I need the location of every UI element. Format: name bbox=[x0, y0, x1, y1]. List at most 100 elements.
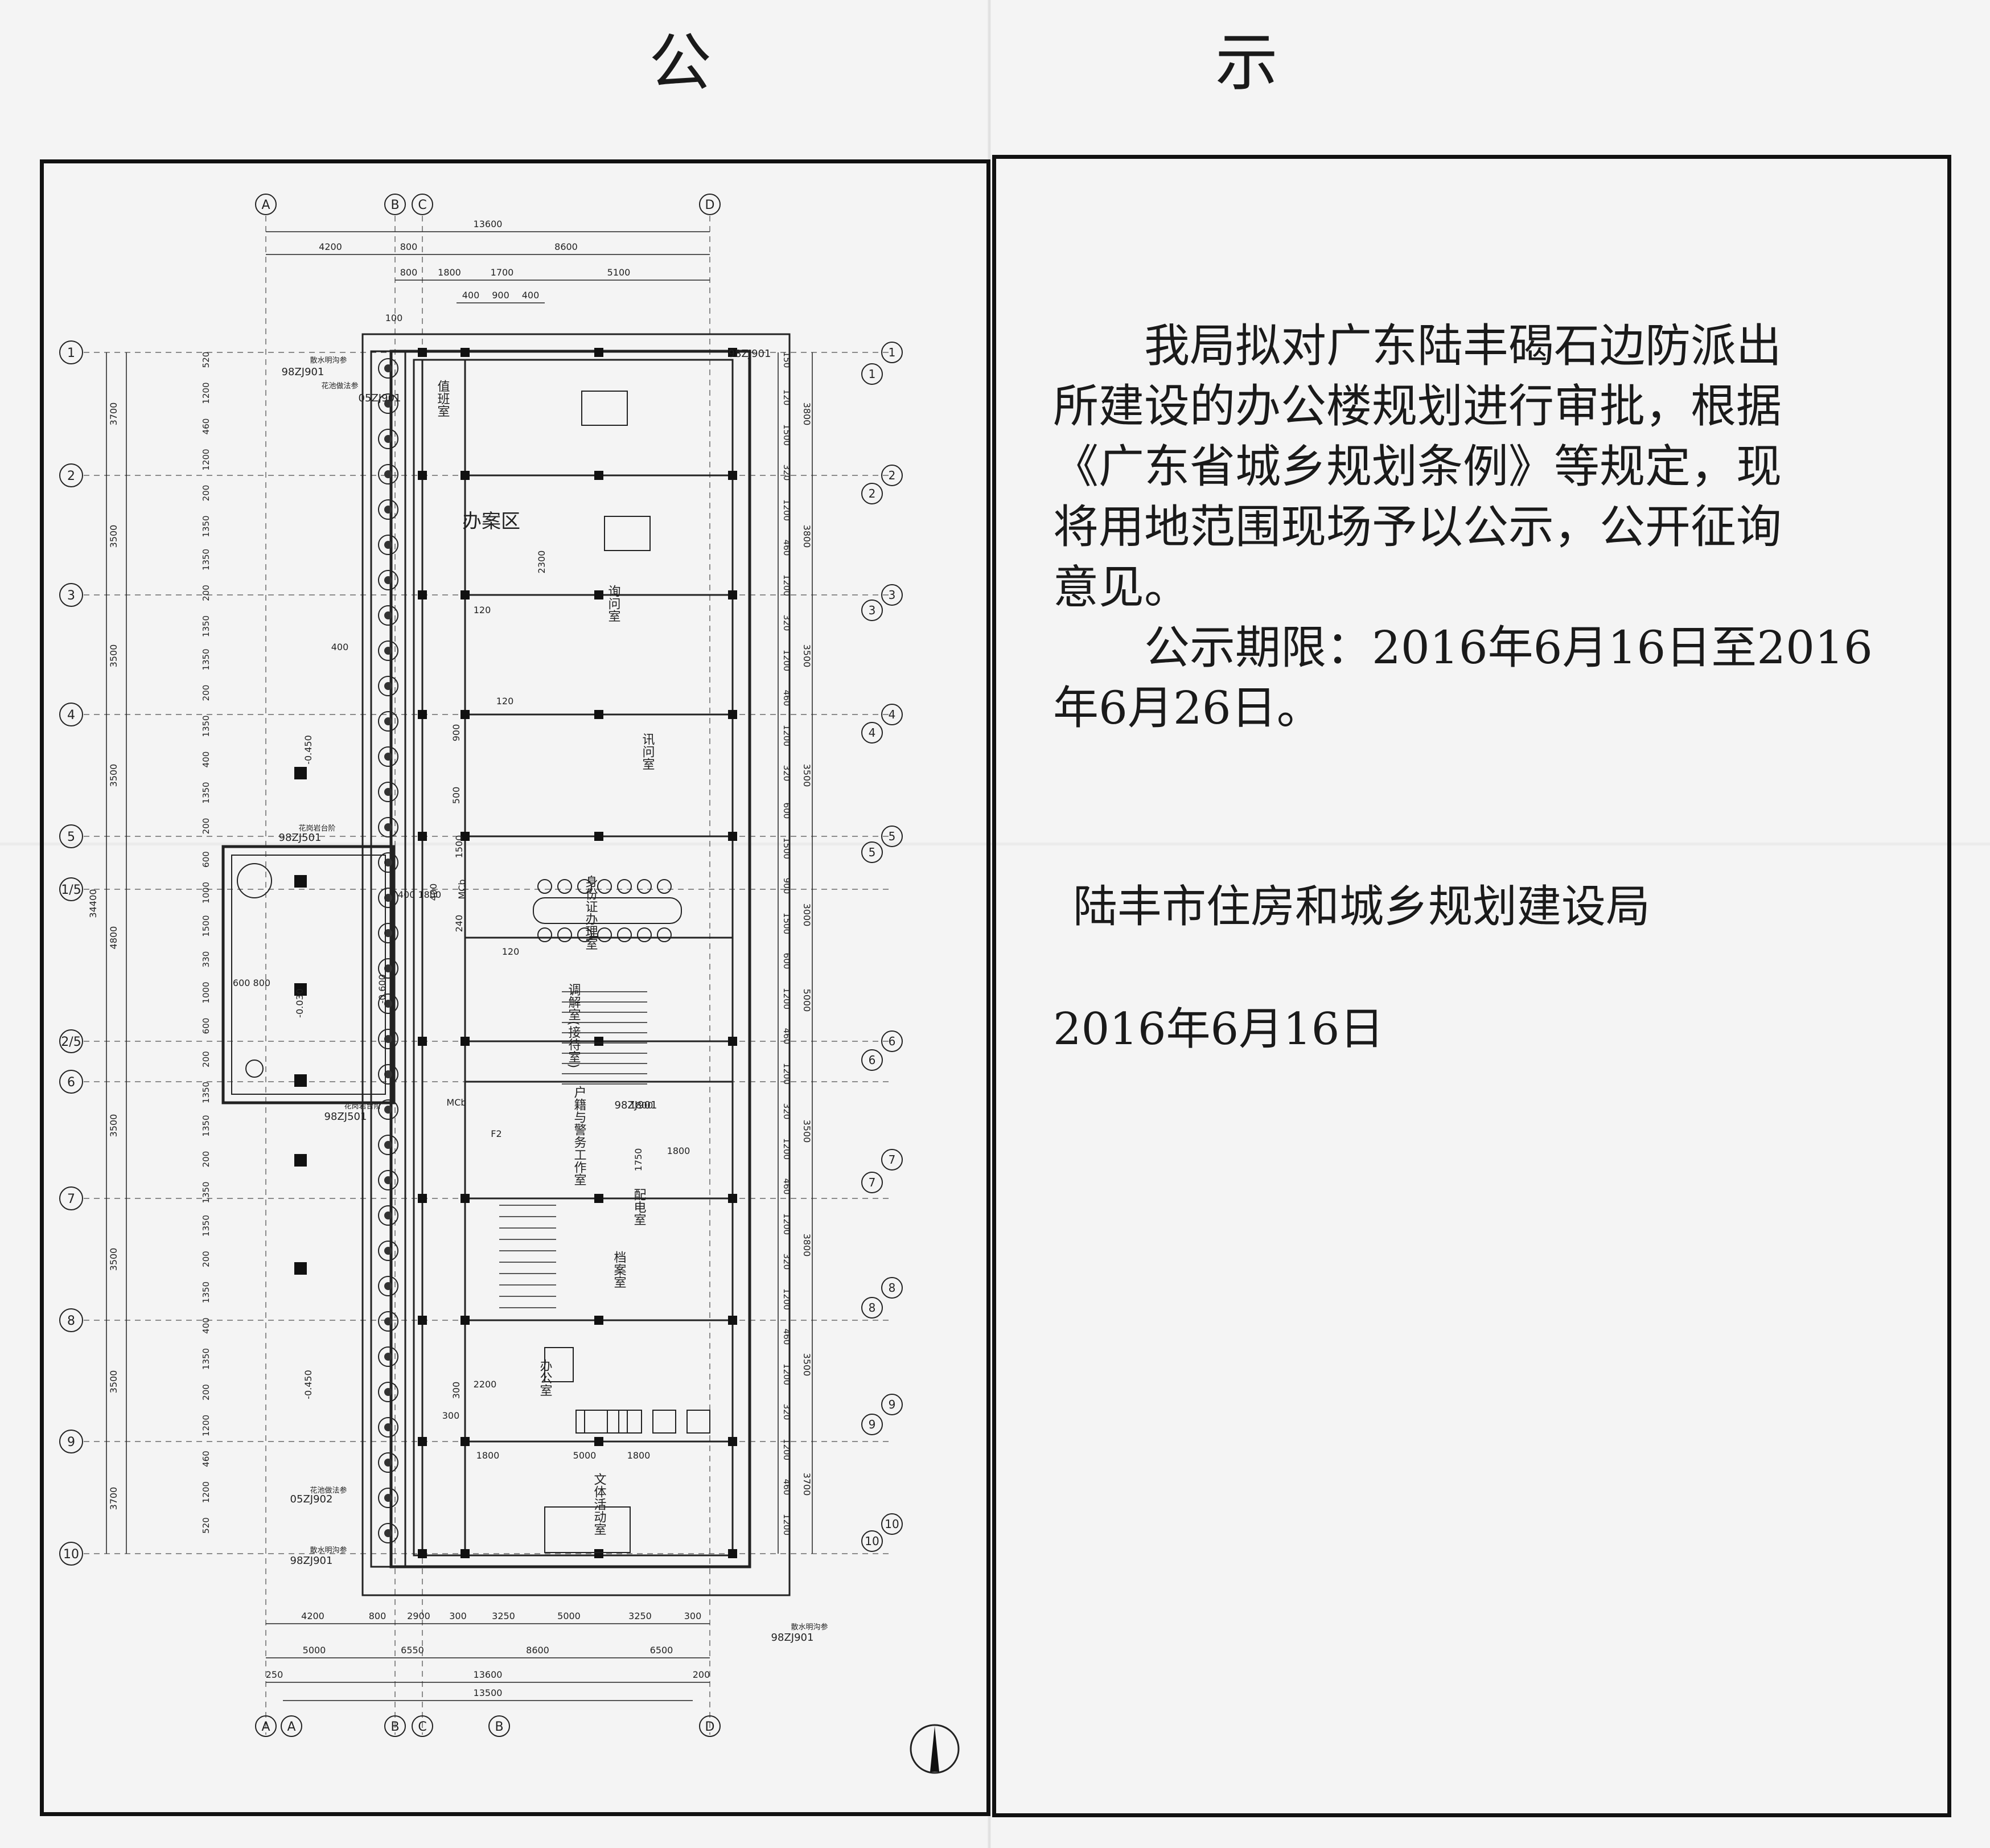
detail-reference: 98ZJ901 bbox=[615, 1099, 657, 1111]
row-label-right: 1 bbox=[889, 346, 896, 359]
shrub-icon bbox=[384, 964, 392, 972]
row-bubble-left bbox=[59, 824, 83, 848]
detail-note: 花池做法参 bbox=[321, 381, 358, 391]
row-label-right: 10 bbox=[865, 1534, 879, 1548]
row-bubble-right bbox=[881, 342, 903, 363]
plan-annotation: -0.450 bbox=[303, 1370, 314, 1399]
dim-text: 250 bbox=[266, 1669, 283, 1680]
column-round bbox=[245, 1059, 264, 1078]
dim-text: 400 bbox=[522, 290, 540, 301]
notice-body: 我局拟对广东陆丰碣石边防派出所建设的办公楼规划进行审批，根据《广东省城乡规划条例… bbox=[1053, 316, 1873, 738]
plan-annotation: MCb bbox=[457, 879, 467, 899]
detail-reference: 98ZJ901 bbox=[290, 1555, 333, 1567]
shrub-icon bbox=[384, 1070, 392, 1078]
shrub-icon bbox=[384, 1529, 392, 1537]
structural-column bbox=[594, 471, 603, 480]
structural-column bbox=[418, 348, 427, 357]
axis-label-top: D bbox=[705, 198, 715, 212]
shrub-icon bbox=[384, 400, 392, 408]
dim-text: 3500 bbox=[108, 1248, 119, 1271]
dim-text: 5000 bbox=[557, 1611, 581, 1621]
room-label: 值班室 bbox=[435, 380, 450, 417]
shrub-icon bbox=[378, 676, 398, 696]
structural-column bbox=[461, 832, 470, 841]
chair-icon bbox=[577, 879, 592, 894]
chair-icon bbox=[537, 879, 552, 894]
row-label-left: 6 bbox=[67, 1075, 75, 1090]
dim-text: 1200 bbox=[201, 1481, 211, 1503]
structural-column bbox=[594, 832, 603, 841]
plan-annotation: 400 1800 bbox=[398, 889, 441, 900]
row-label-left: 3 bbox=[67, 589, 75, 603]
structural-column bbox=[461, 1316, 470, 1325]
dim-text: 13600 bbox=[474, 1669, 503, 1680]
structural-column bbox=[418, 590, 427, 599]
shrub-icon bbox=[378, 993, 398, 1014]
row-label-left: 1 bbox=[67, 346, 75, 360]
structural-column bbox=[461, 710, 470, 719]
detail-reference: 98ZJ901 bbox=[729, 348, 771, 360]
notice-line: 意见。 bbox=[1053, 561, 1190, 614]
notice-line: 我局拟对广东陆丰碣石边防派出 bbox=[1053, 319, 1782, 372]
row-label-right: 5 bbox=[869, 845, 876, 859]
pillar bbox=[294, 983, 307, 996]
row-label-right: 2 bbox=[869, 487, 876, 500]
shrub-icon bbox=[378, 746, 398, 767]
chair-icon bbox=[577, 927, 592, 942]
row-label-right: 8 bbox=[869, 1301, 876, 1315]
row-label-left: 2 bbox=[67, 469, 75, 483]
structural-column bbox=[461, 1437, 470, 1446]
plan-annotation: 300 bbox=[442, 1410, 460, 1421]
column-round bbox=[237, 863, 272, 898]
dim-text: 460 bbox=[201, 1451, 211, 1467]
shrub-icon bbox=[384, 1388, 392, 1396]
dim-text: 1350 bbox=[201, 1082, 211, 1103]
plan-annotation: 240 bbox=[454, 915, 464, 933]
plan-annotation: 2200 bbox=[474, 1379, 497, 1390]
dim-text: 330 bbox=[201, 951, 211, 968]
room-label: 身份证办理室 bbox=[583, 875, 598, 950]
row-bubble-right bbox=[881, 1277, 903, 1299]
title-char-2: 示 bbox=[1215, 26, 1278, 99]
dim-text: 3800 bbox=[801, 525, 812, 548]
shrub-icon bbox=[384, 541, 392, 549]
notice-line: 年6月26日。 bbox=[1053, 681, 1322, 734]
dim-text: 1000 bbox=[201, 982, 211, 1003]
chair-icon bbox=[637, 879, 652, 894]
shrub-icon bbox=[378, 1382, 398, 1402]
row-label-left: 10 bbox=[63, 1547, 79, 1562]
shrub-icon bbox=[378, 1135, 398, 1155]
row-label-left: 5 bbox=[67, 830, 75, 844]
detail-note: 花岗岩台阶 bbox=[344, 1102, 381, 1111]
shrub-icon bbox=[384, 1494, 392, 1502]
row-bubble-right bbox=[881, 1149, 903, 1171]
structural-column bbox=[461, 471, 470, 480]
site-boundary bbox=[361, 333, 791, 1596]
row-label-right: 4 bbox=[889, 708, 896, 721]
plan-annotation: 2300 bbox=[536, 551, 547, 574]
shrub-icon bbox=[378, 1417, 398, 1438]
structural-column bbox=[594, 710, 603, 719]
shrub-icon bbox=[384, 1353, 392, 1361]
detail-reference: 05ZJ902 bbox=[290, 1493, 333, 1505]
chair-icon bbox=[597, 879, 612, 894]
row-bubble-left bbox=[59, 463, 83, 487]
dim-text: 1500 bbox=[201, 915, 211, 937]
plan-annotation: 5000 bbox=[573, 1450, 597, 1461]
structural-column bbox=[418, 1437, 427, 1446]
building-outer-wall bbox=[389, 350, 751, 1568]
dim-text: 3500 bbox=[108, 1114, 119, 1137]
structural-column bbox=[461, 1194, 470, 1203]
row-bubble-left bbox=[59, 1430, 83, 1453]
structural-column bbox=[594, 590, 603, 599]
row-label-right: 2 bbox=[889, 469, 896, 482]
dim-text: 1350 bbox=[201, 1115, 211, 1136]
dim-text: 520 bbox=[201, 352, 211, 368]
shrub-icon bbox=[384, 753, 392, 761]
dim-text: 1350 bbox=[201, 549, 211, 570]
row-label-right: 9 bbox=[889, 1398, 896, 1411]
shrub-icon bbox=[378, 1311, 398, 1332]
shrub-icon bbox=[384, 576, 392, 584]
dim-text: 300 bbox=[449, 1611, 467, 1621]
